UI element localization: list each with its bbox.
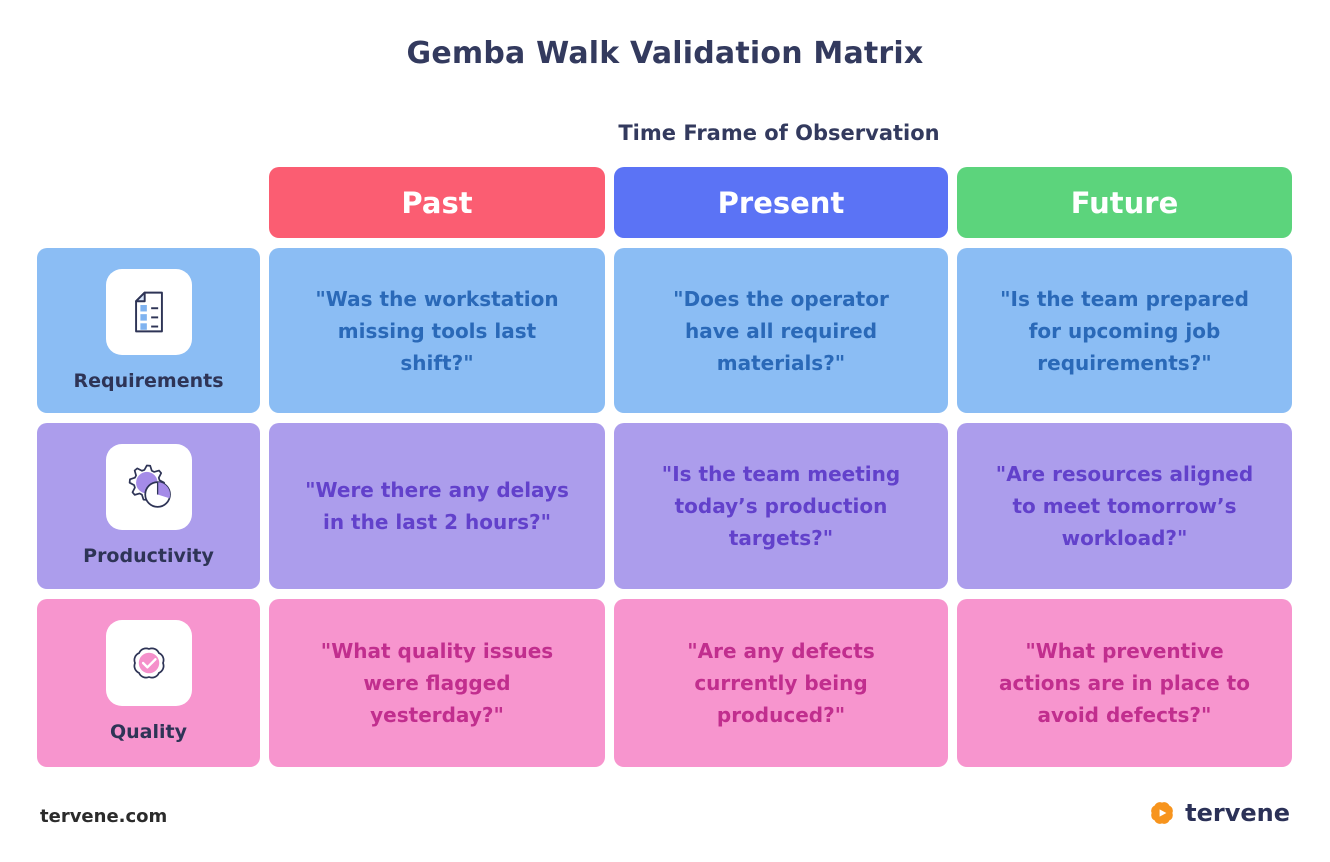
document-checklist-icon (105, 269, 192, 355)
row-label-quality: Quality (110, 721, 187, 743)
cell-productivity-present: "Is the team meeting today’s production … (614, 423, 948, 589)
row-header-requirements: Requirements (37, 248, 260, 413)
matrix-axis-title: Time Frame of Observation (618, 121, 940, 145)
cell-productivity-past: "Were there any delays in the last 2 hou… (269, 423, 605, 589)
cell-productivity-future: "Are resources aligned to meet tomorrow’… (957, 423, 1292, 589)
cell-quality-present: "Are any defects currently being produce… (614, 599, 948, 767)
row-header-productivity: Productivity (37, 423, 260, 589)
row-label-productivity: Productivity (83, 545, 214, 567)
tervene-logo-text: tervene (1185, 799, 1290, 827)
column-header-present: Present (614, 167, 948, 238)
gear-pie-chart-icon (105, 444, 192, 530)
cell-requirements-present: "Does the operator have all required mat… (614, 248, 948, 413)
cell-requirements-future: "Is the team prepared for upcoming job r… (957, 248, 1292, 413)
cell-quality-future: "What preventive actions are in place to… (957, 599, 1292, 767)
website-url: tervene.com (40, 806, 168, 827)
page-title: Gemba Walk Validation Matrix (406, 36, 924, 71)
tervene-logo-mark-icon (1146, 797, 1178, 829)
validation-matrix: Past Present Future Requirements "Was th… (37, 167, 1292, 767)
matrix-corner-spacer (37, 167, 260, 238)
badge-check-icon (105, 620, 192, 706)
column-header-future: Future (957, 167, 1292, 238)
column-header-past: Past (269, 167, 605, 238)
tervene-logo: tervene (1146, 797, 1290, 829)
cell-requirements-past: "Was the workstation missing tools last … (269, 248, 605, 413)
row-label-requirements: Requirements (73, 370, 224, 392)
cell-quality-past: "What quality issues were flagged yester… (269, 599, 605, 767)
row-header-quality: Quality (37, 599, 260, 767)
